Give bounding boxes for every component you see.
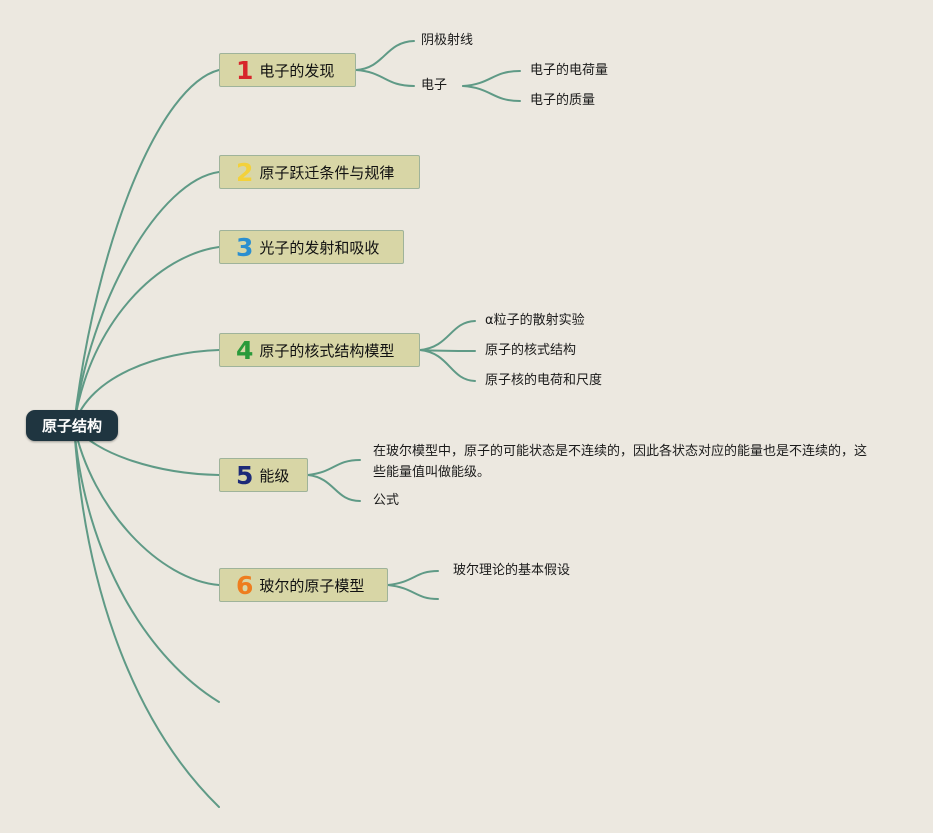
topic-2[interactable]: 2 原子跃迁条件与规律 xyxy=(219,155,420,189)
topic-5[interactable]: 5 能级 xyxy=(219,458,308,492)
root-to-topic-3 xyxy=(73,246,220,426)
leaf-electron[interactable]: 电子 xyxy=(421,78,448,93)
topic-3-number: 3 xyxy=(236,232,254,262)
leaf-bohr-postulates[interactable]: 玻尔理论的基本假设 xyxy=(453,563,571,578)
topic-6-number: 6 xyxy=(236,570,254,600)
leaf-nucleus-charge-size[interactable]: 原子核的电荷和尺度 xyxy=(485,373,603,388)
root-to-empty-branch-8 xyxy=(73,424,220,808)
leaf-nuclear-structure[interactable]: 原子的核式结构 xyxy=(485,343,577,358)
leaf-alpha-scattering[interactable]: α粒子的散射实验 xyxy=(485,313,585,328)
root-to-topic-2 xyxy=(73,171,220,426)
topic-3[interactable]: 3 光子的发射和吸收 xyxy=(219,230,404,264)
topic-4-to-alpha xyxy=(419,320,476,351)
leaf-electron-mass[interactable]: 电子的质量 xyxy=(530,93,596,108)
topic-4-to-nucleus xyxy=(419,349,476,382)
topic-6[interactable]: 6 玻尔的原子模型 xyxy=(219,568,388,602)
topic-5-label: 能级 xyxy=(259,466,290,485)
electron-to-mass xyxy=(462,85,521,102)
topic-2-number: 2 xyxy=(236,157,254,187)
topic-1-label: 电子的发现 xyxy=(259,61,335,80)
topic-1-number: 1 xyxy=(236,55,254,85)
topic-1[interactable]: 1 电子的发现 xyxy=(219,53,356,87)
topic-1-to-electron xyxy=(355,69,415,87)
leaf-energy-level-definition[interactable]: 在玻尔模型中，原子的可能状态是不连续的，因此各状态对应的能量也是不连续的，这些能… xyxy=(373,444,868,480)
root-node[interactable]: 原子结构 xyxy=(26,410,118,441)
topic-2-label: 原子跃迁条件与规律 xyxy=(259,163,395,182)
root-to-topic-6 xyxy=(73,424,220,586)
leaf-cathode-ray[interactable]: 阴极射线 xyxy=(421,33,474,48)
topic-6-to-postulates xyxy=(387,570,439,586)
root-to-empty-branch-7 xyxy=(73,424,220,703)
topic-6-label: 玻尔的原子模型 xyxy=(259,576,365,595)
electron-to-charge xyxy=(462,70,521,87)
topic-1-to-cathode-ray xyxy=(355,40,415,71)
topic-4-number: 4 xyxy=(236,335,254,365)
root-to-topic-1 xyxy=(73,69,220,426)
topic-6-to-empty xyxy=(387,584,439,600)
topic-3-label: 光子的发射和吸收 xyxy=(259,238,380,257)
topic-5-to-definition xyxy=(307,459,361,476)
leaf-formula[interactable]: 公式 xyxy=(373,493,400,508)
leaf-electron-charge[interactable]: 电子的电荷量 xyxy=(530,63,609,78)
topic-4-label: 原子的核式结构模型 xyxy=(259,341,395,360)
topic-5-to-formula xyxy=(307,474,361,502)
root-label: 原子结构 xyxy=(41,417,102,435)
root-to-topic-4 xyxy=(73,349,220,426)
topic-5-number: 5 xyxy=(236,460,254,490)
topic-4[interactable]: 4 原子的核式结构模型 xyxy=(219,333,420,367)
